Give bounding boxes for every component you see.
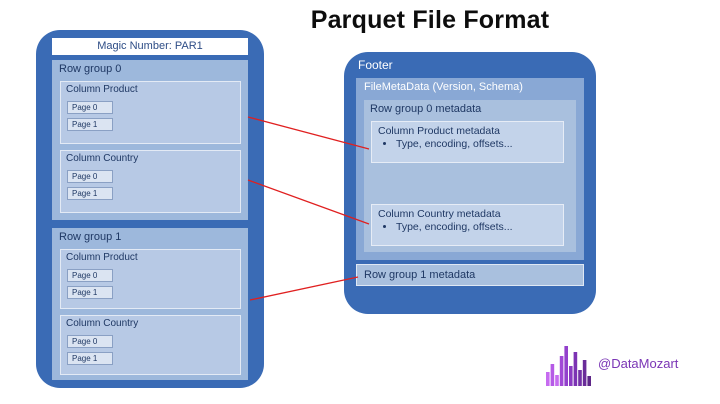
- row-group-1-metadata-box: Row group 1 metadata: [356, 264, 584, 286]
- footer-box: Footer FileMetaData (Version, Schema) Ro…: [344, 52, 596, 314]
- column-product-label: Column Product: [66, 252, 138, 263]
- magic-number-box: Magic Number: PAR1: [52, 38, 248, 55]
- page-box: Page 1: [67, 352, 113, 365]
- column-country-label: Column Country: [66, 318, 139, 329]
- column-product-box: Column Product Page 0 Page 1: [60, 249, 241, 309]
- row-group-0-box: Row group 0 Column Product Page 0 Page 1…: [52, 60, 248, 220]
- column-product-metadata-label: Column Product metadata: [378, 125, 500, 137]
- file-metadata-header: FileMetaData (Version, Schema): [364, 81, 523, 93]
- column-country-metadata-box: Column Country metadata Type, encoding, …: [371, 204, 564, 246]
- column-country-box: Column Country Page 0 Page 1: [60, 150, 241, 213]
- metadata-detail: Type, encoding, offsets...: [396, 138, 563, 150]
- page-box: Page 0: [67, 269, 113, 282]
- page-box: Page 0: [67, 101, 113, 114]
- row-group-0-metadata-box: Row group 0 metadata Column Product meta…: [364, 100, 576, 252]
- column-country-label: Column Country: [66, 153, 139, 164]
- connector-line-rowgroup1: [249, 276, 359, 301]
- row-group-1-label: Row group 1: [59, 231, 122, 243]
- column-product-label: Column Product: [66, 84, 138, 95]
- bar-chart-logo-icon: [546, 346, 591, 386]
- page-box: Page 1: [67, 118, 113, 131]
- parquet-file-box: Magic Number: PAR1 Row group 0 Column Pr…: [36, 30, 264, 388]
- page-box: Page 0: [67, 170, 113, 183]
- brand: @DataMozart: [546, 342, 678, 386]
- page-box: Page 1: [67, 187, 113, 200]
- file-metadata-box: FileMetaData (Version, Schema) Row group…: [356, 78, 584, 260]
- metadata-detail: Type, encoding, offsets...: [396, 221, 563, 233]
- column-product-box: Column Product Page 0 Page 1: [60, 81, 241, 144]
- brand-handle: @DataMozart: [598, 356, 679, 371]
- row-group-1-box: Row group 1 Column Product Page 0 Page 1…: [52, 228, 248, 380]
- column-country-metadata-label: Column Country metadata: [378, 208, 501, 220]
- page-box: Page 1: [67, 286, 113, 299]
- page-box: Page 0: [67, 335, 113, 348]
- column-product-metadata-box: Column Product metadata Type, encoding, …: [371, 121, 564, 163]
- row-group-0-metadata-label: Row group 0 metadata: [370, 103, 482, 115]
- page-title: Parquet File Format: [310, 6, 550, 34]
- column-country-box: Column Country Page 0 Page 1: [60, 315, 241, 375]
- row-group-0-label: Row group 0: [59, 63, 122, 75]
- footer-label: Footer: [358, 58, 393, 72]
